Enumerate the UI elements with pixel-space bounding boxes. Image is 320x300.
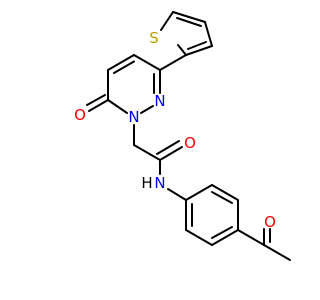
bond-c6-o-double: [86, 94, 106, 106]
atom-nitrogen-ring-1: N: [128, 108, 139, 126]
bond-ph-4-5-inner: [211, 226, 233, 239]
atom-labels: O N N S O N H O: [74, 29, 276, 231]
atom-hydrogen-amide: H: [141, 174, 152, 192]
bond-nh-cipso: [167, 188, 187, 201]
bond-th-c3-c2-inner: [187, 41, 207, 50]
bond-camide-o: [159, 146, 183, 161]
atom-oxygen-ketone: O: [264, 213, 276, 231]
bond-ph4-cacyl: [237, 229, 265, 246]
bond-c6-o: [88, 99, 109, 112]
bond-c5-c4: [107, 54, 135, 71]
bonds: [86, 11, 291, 261]
bond-cacyl-ch3: [263, 244, 291, 261]
bond-n1-c6: [107, 99, 128, 114]
bond-c5-c4-inner: [113, 60, 135, 74]
bond-th-c2-s: [177, 44, 187, 56]
bond-ph-4-5: [211, 229, 239, 246]
bond-c4-c3: [133, 54, 161, 71]
atom-nitrogen-amide: N: [154, 174, 165, 192]
bond-ph-2-3: [211, 184, 239, 201]
bond-th-c5-c4: [172, 11, 206, 23]
bond-th-c5-c4-inner: [176, 17, 202, 27]
bond-th-c4-c3: [204, 21, 213, 47]
bond-ph-1-2: [185, 184, 213, 201]
molecule-canvas: O N N S O N H O: [74, 11, 291, 261]
atom-nitrogen-ring-2: N: [154, 92, 165, 110]
atom-oxygen-amide: O: [184, 134, 196, 152]
atom-oxygen-pyridazinone: O: [74, 106, 86, 124]
bond-ch2-camide: [133, 144, 161, 161]
bond-camide-o-double: [156, 140, 180, 155]
bond-c3-thienyl: [159, 54, 187, 71]
bond-th-c3-c2: [185, 45, 213, 56]
bond-th-s-c5: [160, 11, 174, 31]
bond-n2-n1: [140, 105, 154, 114]
structure-diagram: O N N S O N H O: [74, 11, 291, 261]
bond-ph-5-6: [185, 229, 213, 246]
bond-ph-2-3-inner: [211, 191, 233, 204]
atom-sulfur-thiophene: S: [149, 29, 159, 47]
